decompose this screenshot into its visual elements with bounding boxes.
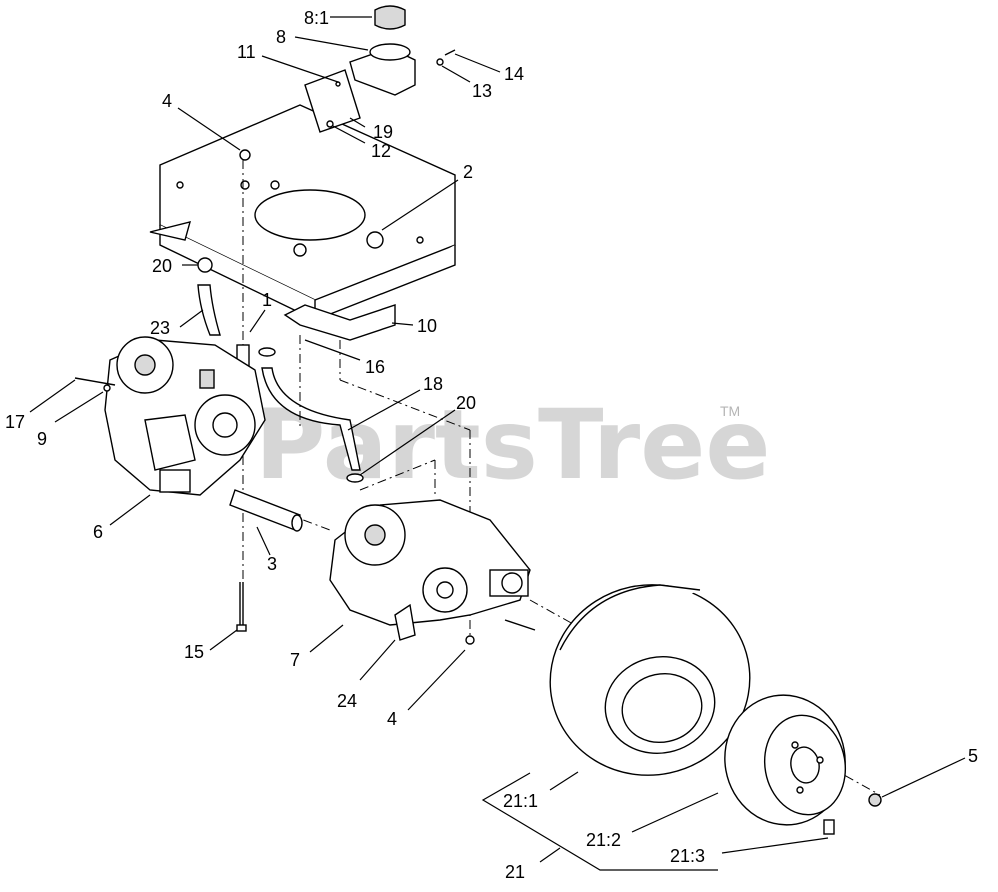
- callout-16: 16: [365, 357, 385, 377]
- callout-12: 12: [371, 141, 391, 161]
- watermark-tm: TM: [720, 403, 740, 419]
- callout-11: 11: [237, 42, 256, 62]
- callout-15: 15: [184, 642, 204, 662]
- watermark: PartsTree TM: [255, 389, 770, 501]
- callout-24: 24: [337, 691, 357, 711]
- leader-lines: [29, 16, 966, 871]
- callout-21-2: 21:2: [586, 830, 621, 850]
- callout-2: 2: [463, 162, 473, 182]
- callout-10: 10: [417, 316, 437, 336]
- callout-20-mid: 20: [456, 393, 476, 413]
- callout-3: 3: [267, 554, 277, 574]
- callout-23: 23: [150, 318, 170, 338]
- right-transaxle: [329, 499, 536, 645]
- callout-1: 1: [262, 290, 272, 310]
- callout-18: 18: [423, 374, 443, 394]
- callout-labels: 8:1 8 11 14 13 4 19 12 2 20 1 10 23 16 1…: [5, 8, 978, 882]
- callout-21: 21: [505, 862, 525, 882]
- callout-8: 8: [276, 27, 286, 47]
- callout-13: 13: [472, 81, 492, 101]
- callout-5: 5: [968, 746, 978, 766]
- callout-14: 14: [504, 64, 524, 84]
- callout-4-bottom: 4: [387, 709, 397, 729]
- callout-7: 7: [290, 650, 300, 670]
- tire-assembly: [549, 584, 751, 776]
- wheel-rim: [724, 694, 882, 835]
- callout-19: 19: [373, 122, 393, 142]
- callout-17: 17: [5, 412, 25, 432]
- callout-8-1: 8:1: [304, 8, 329, 28]
- callout-4-top: 4: [162, 91, 172, 111]
- spacer-and-bolt: [229, 489, 303, 632]
- callout-21-3: 21:3: [670, 846, 705, 866]
- callout-9: 9: [37, 429, 47, 449]
- callout-6: 6: [93, 522, 103, 542]
- left-transaxle: [74, 336, 266, 496]
- reservoir-assembly: [304, 5, 456, 133]
- callout-20-top: 20: [152, 256, 172, 276]
- frame-plate: [149, 104, 456, 341]
- callout-21-1: 21:1: [503, 791, 538, 811]
- watermark-text: PartsTree: [255, 389, 770, 501]
